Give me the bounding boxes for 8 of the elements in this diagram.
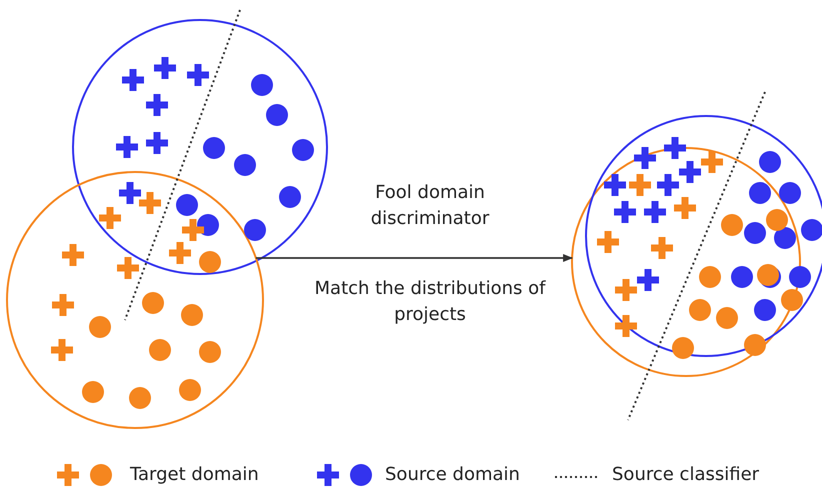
- domain-circle: [6, 171, 264, 429]
- domain-circle: [571, 147, 801, 377]
- domain-circle: [72, 19, 328, 275]
- legend-label: Source domain: [385, 463, 520, 487]
- legend-label: Source classifier: [612, 463, 760, 487]
- legend-label: Target domain: [130, 463, 259, 487]
- caption-text: Match the distributions of projects: [314, 277, 547, 327]
- arrow: [256, 254, 574, 262]
